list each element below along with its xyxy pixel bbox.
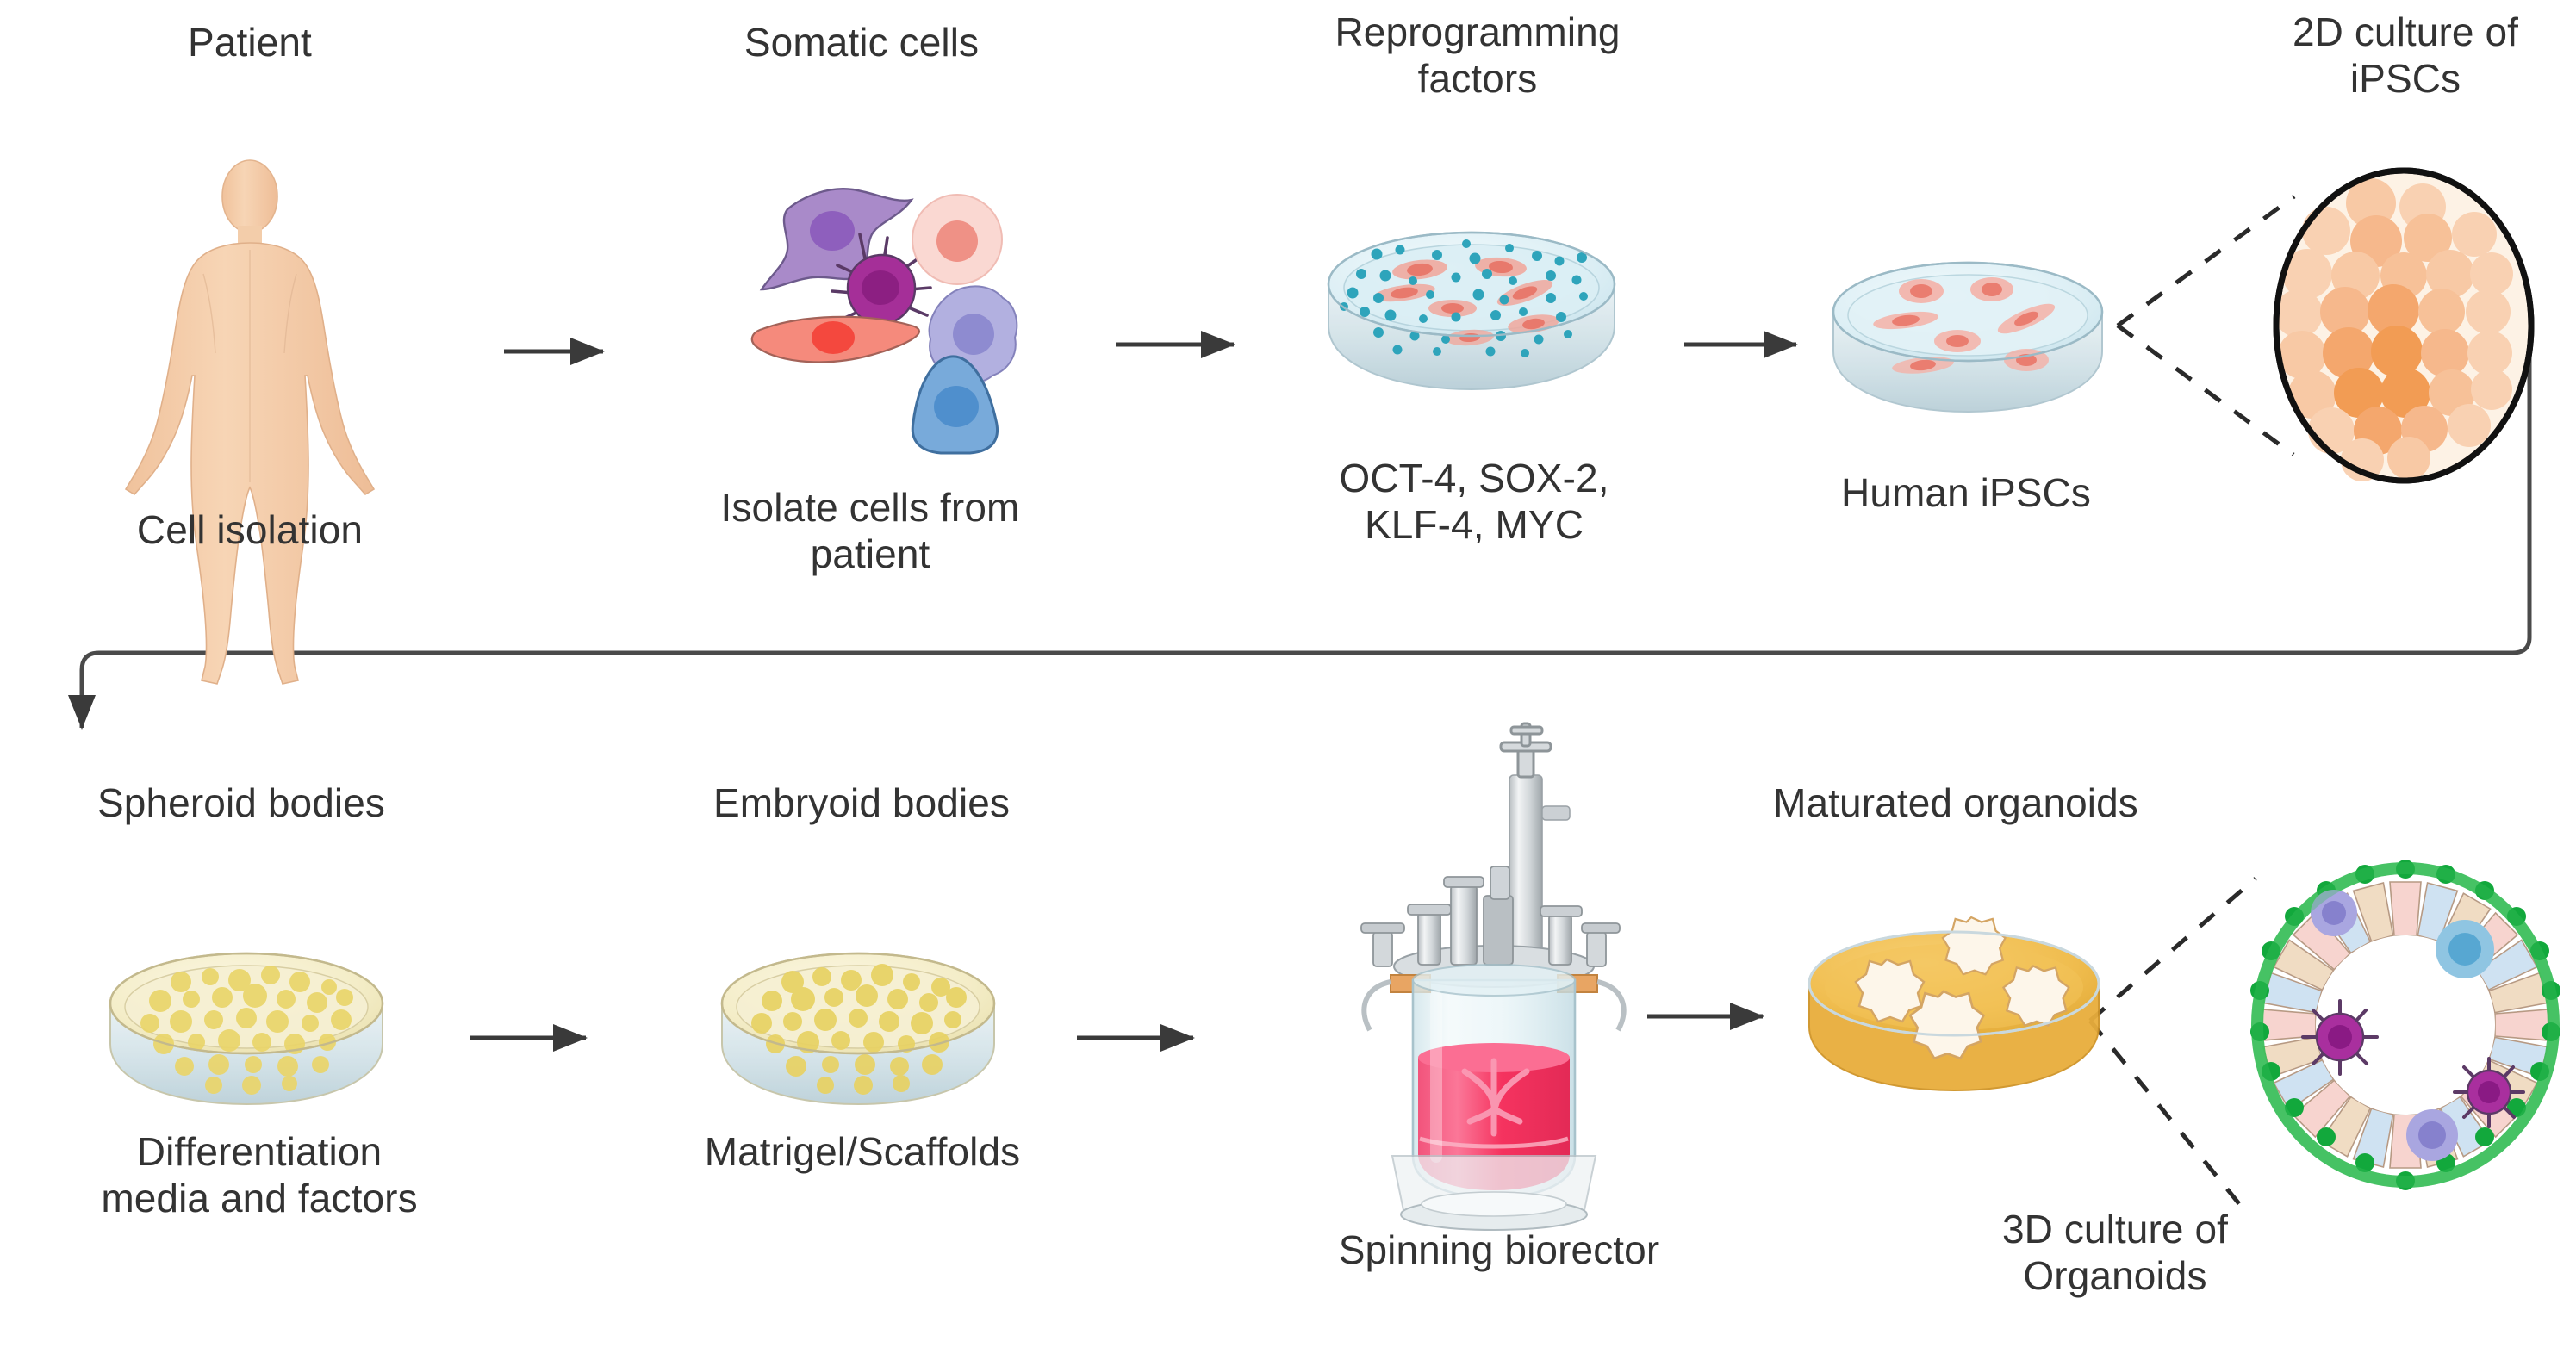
label-isolate-cells: Isolate cells from patient	[720, 485, 1020, 577]
petri-dish-embryoid-bodies	[720, 952, 996, 1106]
label-embryoid-bodies: Embryoid bodies	[712, 780, 1011, 825]
stellate-cell-purple	[759, 188, 914, 291]
organoid-3d-illustration	[2250, 860, 2560, 1190]
label-somatic-cells: Somatic cells	[744, 20, 980, 65]
label-spheroid-bodies: Spheroid bodies	[97, 780, 385, 825]
lumen-cell-blue	[2436, 920, 2494, 978]
petri-dish-reprogramming	[1327, 231, 1616, 391]
callout-ipsc-colony	[2116, 194, 2296, 457]
organoid-epithelium	[2262, 881, 2549, 1169]
label-reprogramming-factors: Reprogramming factors	[1335, 9, 1621, 102]
spindle-cell-salmon	[750, 315, 920, 363]
round-cell-pink	[912, 194, 1003, 285]
triangular-cell-blue	[911, 355, 999, 455]
callout-organoid-3d	[2088, 877, 2257, 1212]
label-factor-list: OCT-4, SOX-2, KLF-4, MYC	[1339, 456, 1609, 548]
label-2d-culture: 2D culture of iPSCs	[2292, 9, 2519, 102]
label-maturated-organoids: Maturated organoids	[1773, 780, 2138, 825]
label-matrigel-scaffolds: Matrigel/Scaffolds	[704, 1129, 1021, 1174]
reprogramming-factor-dots	[1340, 239, 1588, 357]
lumen-cell-lavender	[2406, 1109, 2458, 1161]
label-3d-culture: 3D culture of Organoids	[2001, 1207, 2229, 1299]
label-patient: Patient	[188, 20, 312, 65]
label-spinning-bioreactor: Spinning biorector	[1338, 1227, 1660, 1272]
spheroid-dots	[140, 966, 353, 1095]
patient-figure-icon	[124, 159, 376, 685]
label-differentiation-media: Differentiation media and factors	[101, 1129, 418, 1221]
bioreactor-handles	[1361, 974, 1627, 1032]
reprogramming-dish-cells	[1373, 257, 1559, 346]
label-human-ipscs: Human iPSCs	[1841, 470, 2091, 515]
ipsc-colony-2d-illustration	[2273, 167, 2535, 484]
spinning-bioreactor-illustration	[1360, 722, 1627, 1231]
spiky-cell-magenta	[831, 233, 932, 345]
petri-dish-maturated-organoids	[1808, 916, 2100, 1092]
ipsc-colony-cells	[2274, 178, 2513, 481]
petri-dish-human-ipscs	[1832, 261, 2104, 413]
lumen-cell-lavender-top	[2311, 890, 2357, 936]
label-cell-isolation: Cell isolation	[136, 507, 364, 552]
polygonal-cell-lavender	[928, 285, 1018, 383]
organoid-lumen-cells	[2301, 890, 2525, 1161]
organoid-green-dots	[2250, 860, 2560, 1190]
petri-dish-spheroid-bodies	[109, 952, 384, 1106]
embryoid-dots	[751, 964, 967, 1095]
ipsc-dish-cells	[1873, 277, 2056, 374]
somatic-cells-illustration	[750, 188, 1018, 455]
organoid-bodies	[1854, 916, 2070, 1060]
